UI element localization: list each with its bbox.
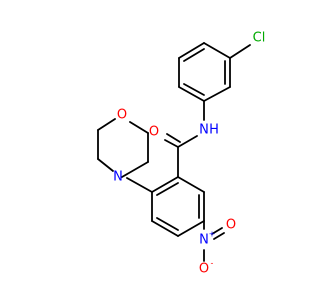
nitro-nitrogen-label: N <box>199 233 209 248</box>
structure-canvas: Cl N H O O N N + O O - <box>97 31 266 277</box>
double-bond-inner <box>156 182 179 196</box>
double-bond-inner <box>156 217 179 231</box>
bond-n-o-double <box>211 227 223 235</box>
nitro-oxygen-double-label: O <box>226 218 236 233</box>
molecule-diagram: Cl N H O O N N + O O - <box>97 31 266 277</box>
bond-n-c <box>177 135 198 148</box>
chlorophenyl-ring <box>178 42 231 102</box>
bond-c-o-double <box>166 133 181 143</box>
amide-nitrogen-label: N <box>199 123 209 138</box>
bond <box>203 86 231 102</box>
nitro-oxygen-charge: - <box>211 259 214 268</box>
double-bond-inner <box>183 48 205 62</box>
bond-c-cl <box>229 44 251 59</box>
morpholine-ring <box>97 118 149 178</box>
amide-hydrogen-label: H <box>209 123 219 138</box>
bond <box>177 176 205 193</box>
chlorine-label: Cl <box>253 31 266 46</box>
bond <box>97 158 114 172</box>
bond <box>151 176 179 193</box>
bond <box>177 220 205 237</box>
nitro-nitrogen-charge: + <box>209 230 216 239</box>
bond <box>129 121 149 134</box>
bond <box>203 42 231 59</box>
bond <box>121 161 149 178</box>
bond <box>97 118 116 131</box>
double-bond-inner <box>183 83 205 96</box>
morpholine-nitrogen-label: N <box>113 170 123 185</box>
bond-c-o <box>164 139 179 148</box>
morpholine-oxygen-label: O <box>117 108 127 123</box>
carbonyl-oxygen-label: O <box>149 125 159 140</box>
bond <box>151 220 179 237</box>
bond-ring-morpholine <box>126 177 153 193</box>
bond-n-o-double <box>213 232 225 240</box>
nitro-oxygen-single-label: O <box>199 262 209 277</box>
bond <box>178 42 205 59</box>
nitrobenzene-ring <box>151 176 205 237</box>
bond <box>178 86 205 102</box>
